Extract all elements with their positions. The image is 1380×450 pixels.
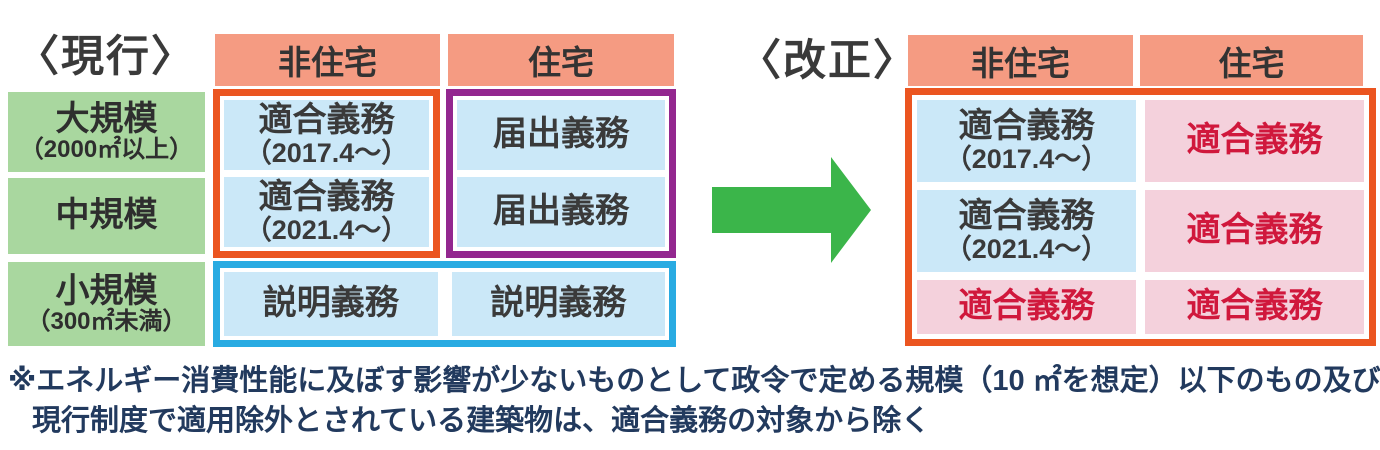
- cell-current-nonres-large: 適合義務 （2017.4～）: [224, 100, 429, 170]
- cell-text: 適合義務: [958, 197, 1095, 236]
- cell-subtext: （2017.4～）: [244, 137, 409, 168]
- revised-header-residential: 住宅: [1140, 35, 1363, 86]
- cell-text: 適合義務: [1186, 287, 1323, 326]
- cell-current-res-small: 説明義務: [451, 272, 665, 336]
- row-header-small-scale-label: 小規模: [55, 271, 158, 310]
- current-header-residential: 住宅: [448, 34, 674, 86]
- cell-revised-nonres-small: 適合義務: [917, 280, 1136, 334]
- cell-current-nonres-medium: 適合義務 （2021.4～）: [224, 177, 429, 247]
- cell-revised-res-small: 適合義務: [1145, 280, 1364, 334]
- footnote-line-2: 現行制度で適用除外とされている建築物は、適合義務の対象から除く: [32, 405, 931, 437]
- row-header-small-scale: 小規模 （300㎡未満）: [8, 262, 205, 346]
- cell-subtext: （2021.4～）: [244, 214, 409, 245]
- cell-text: 適合義務: [1186, 121, 1323, 160]
- cell-text: 届出義務: [493, 115, 629, 154]
- current-nonres-compliance-group: 適合義務 （2017.4～） 適合義務 （2021.4～）: [213, 89, 440, 258]
- cell-text: 適合義務: [258, 177, 395, 216]
- cell-current-res-large: 届出義務: [457, 100, 665, 170]
- revised-title: 〈改正〉: [738, 37, 918, 85]
- cell-revised-nonres-medium: 適合義務 （2021.4～）: [917, 190, 1136, 273]
- cell-text: 適合義務: [958, 107, 1095, 146]
- footnote: ※エネルギー消費性能に及ぼす影響が少ないものとして政令で定める規模（10 ㎡を想…: [8, 361, 1380, 441]
- cell-current-nonres-small: 説明義務: [224, 272, 438, 336]
- cell-text: 適合義務: [958, 287, 1095, 326]
- cell-text: 説明義務: [490, 284, 627, 323]
- current-title: 〈現行〉: [16, 33, 196, 81]
- cell-revised-nonres-large: 適合義務 （2017.4～）: [917, 100, 1136, 183]
- revised-header-non-residential: 非住宅: [908, 35, 1133, 86]
- cell-revised-res-medium: 適合義務: [1145, 190, 1364, 273]
- cell-text: 適合義務: [258, 100, 395, 139]
- revised-compliance-group: 適合義務 （2017.4～） 適合義務 適合義務 （2021.4～） 適合義務 …: [905, 88, 1376, 346]
- cell-text: 説明義務: [262, 284, 399, 323]
- current-res-notification-group: 届出義務 届出義務: [446, 89, 676, 258]
- arrow-right-icon: [712, 157, 871, 263]
- row-header-large-scale: 大規模 （2000㎡以上）: [8, 92, 205, 172]
- cell-subtext: （2021.4～）: [944, 233, 1109, 264]
- cell-text: 届出義務: [493, 192, 629, 231]
- footnote-line-1: ※エネルギー消費性能に及ぼす影響が少ないものとして政令で定める規模（10 ㎡を想…: [8, 365, 1380, 397]
- row-header-medium-scale: 中規模: [8, 178, 205, 254]
- current-small-explanation-group: 説明義務 説明義務: [213, 261, 676, 347]
- row-header-medium-scale-label: 中規模: [55, 196, 158, 235]
- current-header-non-residential: 非住宅: [215, 34, 440, 86]
- row-header-large-scale-threshold: （2000㎡以上）: [19, 136, 194, 164]
- cell-revised-res-large: 適合義務: [1145, 100, 1364, 183]
- cell-current-res-medium: 届出義務: [457, 177, 665, 247]
- row-header-small-scale-threshold: （300㎡未満）: [26, 308, 187, 336]
- cell-subtext: （2017.4～）: [944, 143, 1109, 174]
- row-header-large-scale-label: 大規模: [55, 99, 158, 138]
- cell-text: 適合義務: [1186, 211, 1323, 250]
